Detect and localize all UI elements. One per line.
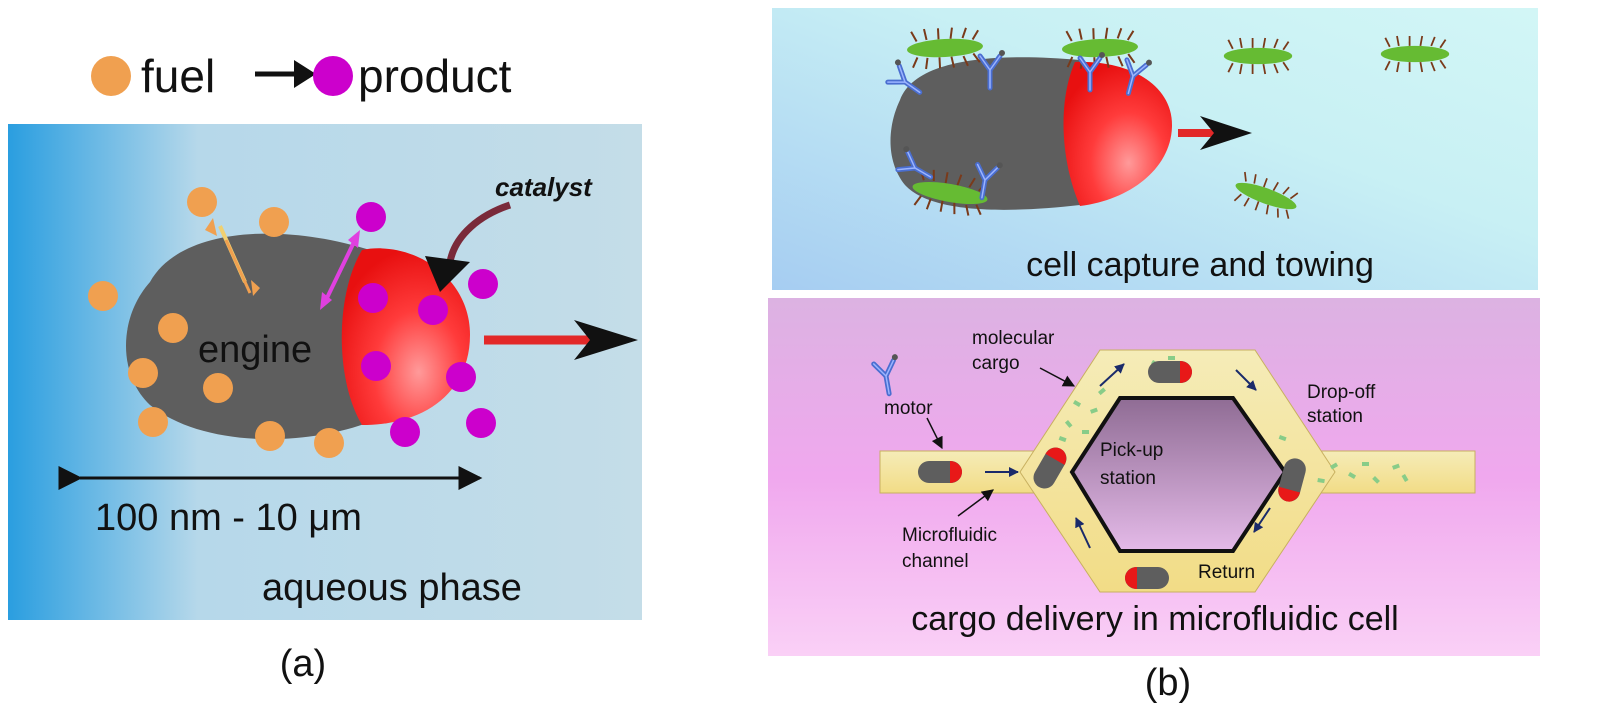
engine-body (126, 233, 370, 440)
medium-label: aqueous phase (262, 567, 522, 609)
return-label: Return (1198, 562, 1255, 583)
product-exchange-arrow (320, 230, 360, 310)
catalyst-pointer-head (425, 256, 470, 292)
towing-label: cell capture and towing (1026, 246, 1374, 284)
fuel-exchange-arrow (205, 218, 260, 296)
towing-motor-body (890, 57, 1080, 210)
legend-arrow-head (294, 60, 316, 88)
motor-label: motor (884, 398, 933, 419)
towing-motor-cap (1063, 61, 1172, 206)
legend-fuel: fuel (141, 50, 215, 102)
catalyst-label: catalyst (495, 172, 593, 202)
motor-loop (1125, 567, 1169, 589)
motor-loop (1148, 361, 1192, 383)
flow-arrows (985, 363, 1271, 549)
product-molecules (356, 202, 498, 447)
panel-b-top: cell capture and towing (772, 8, 1538, 290)
caption-b: (b) (1145, 662, 1191, 704)
propulsion-arrow-head (574, 320, 638, 360)
fuel-legend-icon (91, 56, 131, 96)
product-legend-icon (313, 56, 353, 96)
towing-arrow-head (1200, 116, 1252, 150)
caption-a: (a) (280, 643, 326, 685)
fuel-molecules (88, 187, 344, 458)
motor-in-channel (918, 461, 962, 483)
panel-a: fuel product engine catalyst (8, 50, 642, 685)
legend-product: product (358, 50, 512, 102)
pickup-station-hexagon (1069, 396, 1288, 553)
size-label: 100 nm - 10 μm (95, 497, 362, 539)
microfluidic-label: cargo delivery in microfluidic cell (911, 600, 1399, 638)
catalyst-pointer-stem (446, 201, 512, 263)
engine-label: engine (198, 329, 312, 371)
label-pointers (926, 367, 1076, 517)
